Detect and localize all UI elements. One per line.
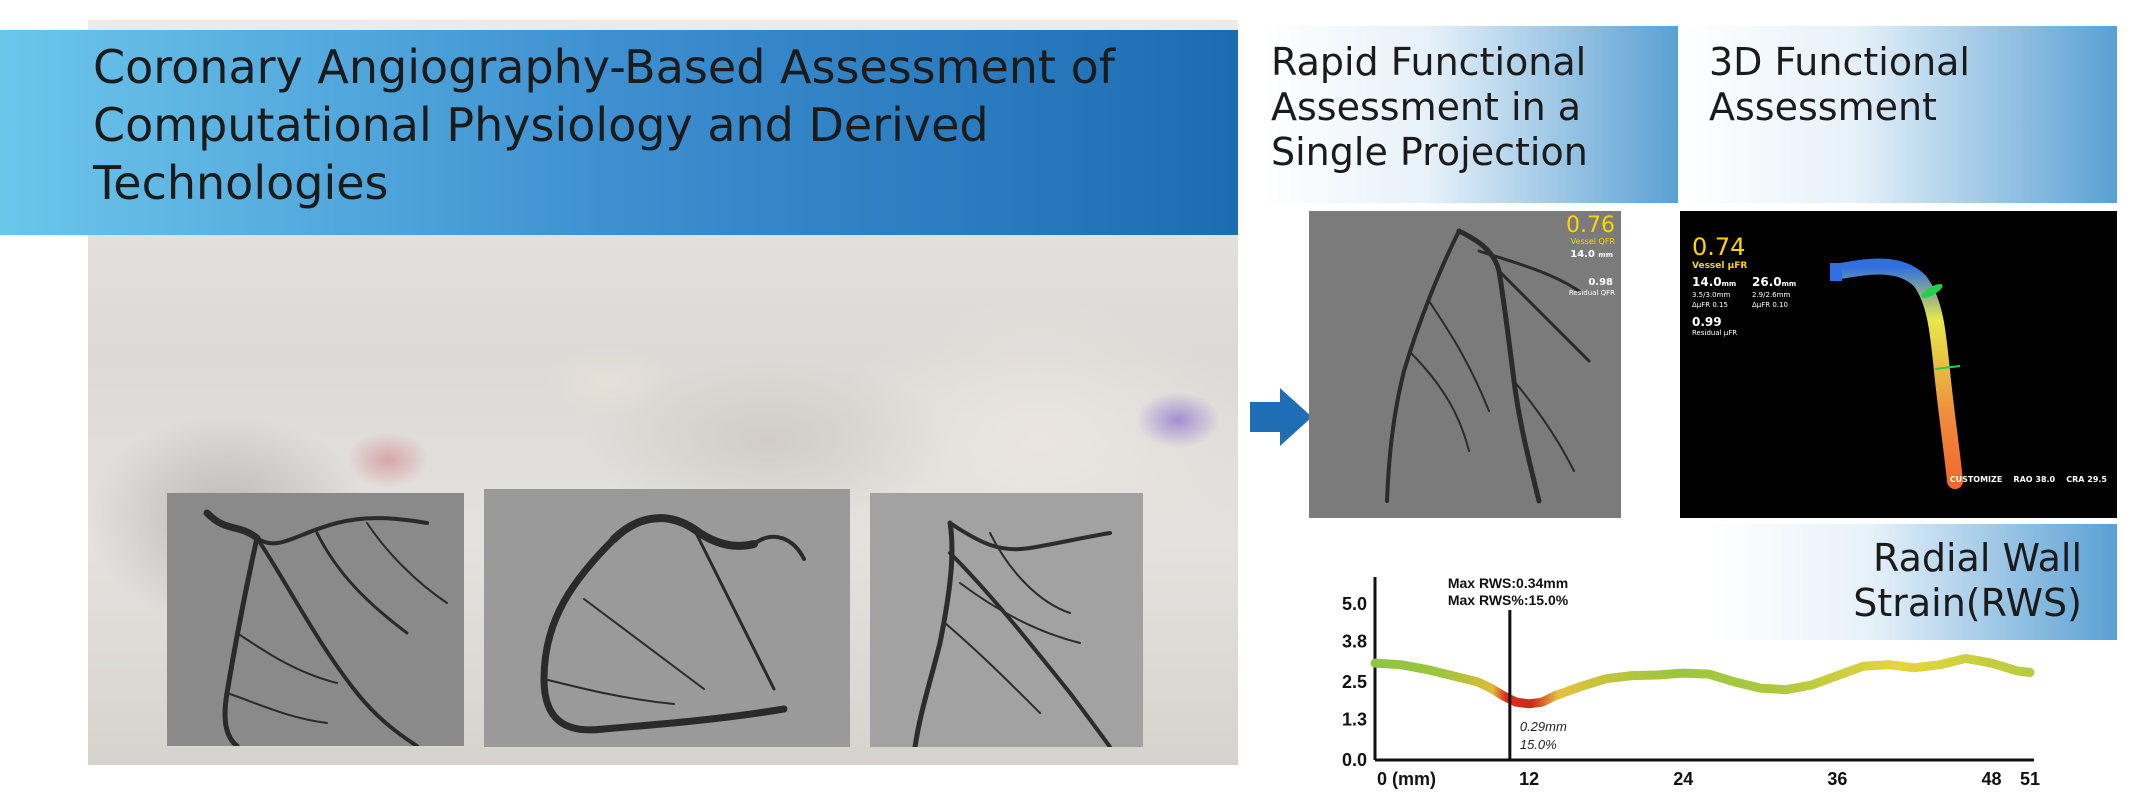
angiogram-image-2 — [484, 489, 850, 747]
qfr-length: 14.0 mm — [1570, 249, 1613, 260]
main-title: Coronary Angiography-Based Assessment of… — [93, 40, 1115, 210]
y-tick-label: 5.0 — [1342, 594, 1367, 614]
3d-vessel-panel: 0.74 Vessel μFR 14.0mm 26.0mm 3.5/3.0mm … — [1680, 211, 2117, 518]
point-mm-annotation: 0.29mm — [1520, 719, 1567, 734]
y-tick-label: 0.0 — [1342, 750, 1367, 770]
max-rws-pct-annotation: Max RWS%:15.0% — [1448, 592, 1569, 608]
residual-qfr-value: 0.98 — [1588, 277, 1613, 288]
vessel-ufr-value: 0.74 — [1692, 233, 1746, 261]
segment-length-2: 26.0mm — [1752, 275, 1797, 289]
delta-ufr-2: ΔμFR 0.10 — [1752, 301, 1788, 309]
vessel-qfr-label: Vessel QFR — [1570, 237, 1615, 246]
y-tick-label: 1.3 — [1342, 709, 1367, 729]
arrow-right-icon — [1250, 388, 1312, 446]
vessel-qfr-value: 0.76 — [1566, 213, 1615, 238]
view-angle-footer: CUSTOMIZE RAO 38.0 CRA 29.5 — [1949, 475, 2107, 484]
rws-title: Radial Wall Strain(RWS) — [1853, 536, 2082, 625]
point-pct-annotation: 15.0% — [1520, 737, 1557, 752]
rws-chart: 5.0 3.8 2.5 1.3 0.0 0 (mm) 12 24 36 48 51 Max RWS:0… — [1342, 575, 2040, 789]
segment-length-1: 14.0mm — [1692, 275, 1737, 289]
segment-diameter-2: 2.9/2.6mm — [1752, 291, 1791, 299]
vessel-ufr-label: Vessel μFR — [1692, 261, 1748, 271]
delta-ufr-1: ΔμFR 0.15 — [1692, 301, 1728, 309]
y-tick-label: 3.8 — [1342, 631, 1367, 651]
x-tick-label: 36 — [1827, 769, 1847, 789]
max-rws-annotation: Max RWS:0.34mm — [1448, 575, 1568, 591]
rapid-assessment-banner — [1262, 26, 1678, 203]
3d-assessment-title: 3D Functional Assessment — [1709, 40, 1970, 129]
x-tick-label: 51 — [2020, 769, 2040, 789]
x-tick-label: 0 (mm) — [1377, 769, 1436, 789]
x-tick-label: 24 — [1673, 769, 1693, 789]
qfr-angiogram-panel: 0.76 Vessel QFR 14.0 mm 0.98 Residual QF… — [1309, 211, 1621, 518]
angiogram-image-1 — [167, 493, 464, 746]
3d-assessment-banner — [1680, 26, 2117, 203]
rws-banner — [1708, 524, 2117, 640]
3d-vessel-model — [1830, 258, 1963, 489]
segment-diameter-1: 3.5/3.0mm — [1692, 291, 1731, 299]
title-banner — [0, 30, 1238, 235]
residual-ufr-value: 0.99 — [1692, 315, 1722, 329]
rws-series-line — [1370, 653, 2035, 709]
x-tick-label: 12 — [1519, 769, 1539, 789]
y-tick-label: 2.5 — [1342, 672, 1367, 692]
angiogram-image-3 — [870, 493, 1143, 747]
residual-ufr-label: Residual μFR — [1692, 329, 1738, 337]
x-tick-label: 48 — [1981, 769, 2001, 789]
residual-qfr-label: Residual QFR — [1568, 289, 1615, 297]
rapid-assessment-title: Rapid Functional Assessment in a Single … — [1271, 40, 1588, 174]
